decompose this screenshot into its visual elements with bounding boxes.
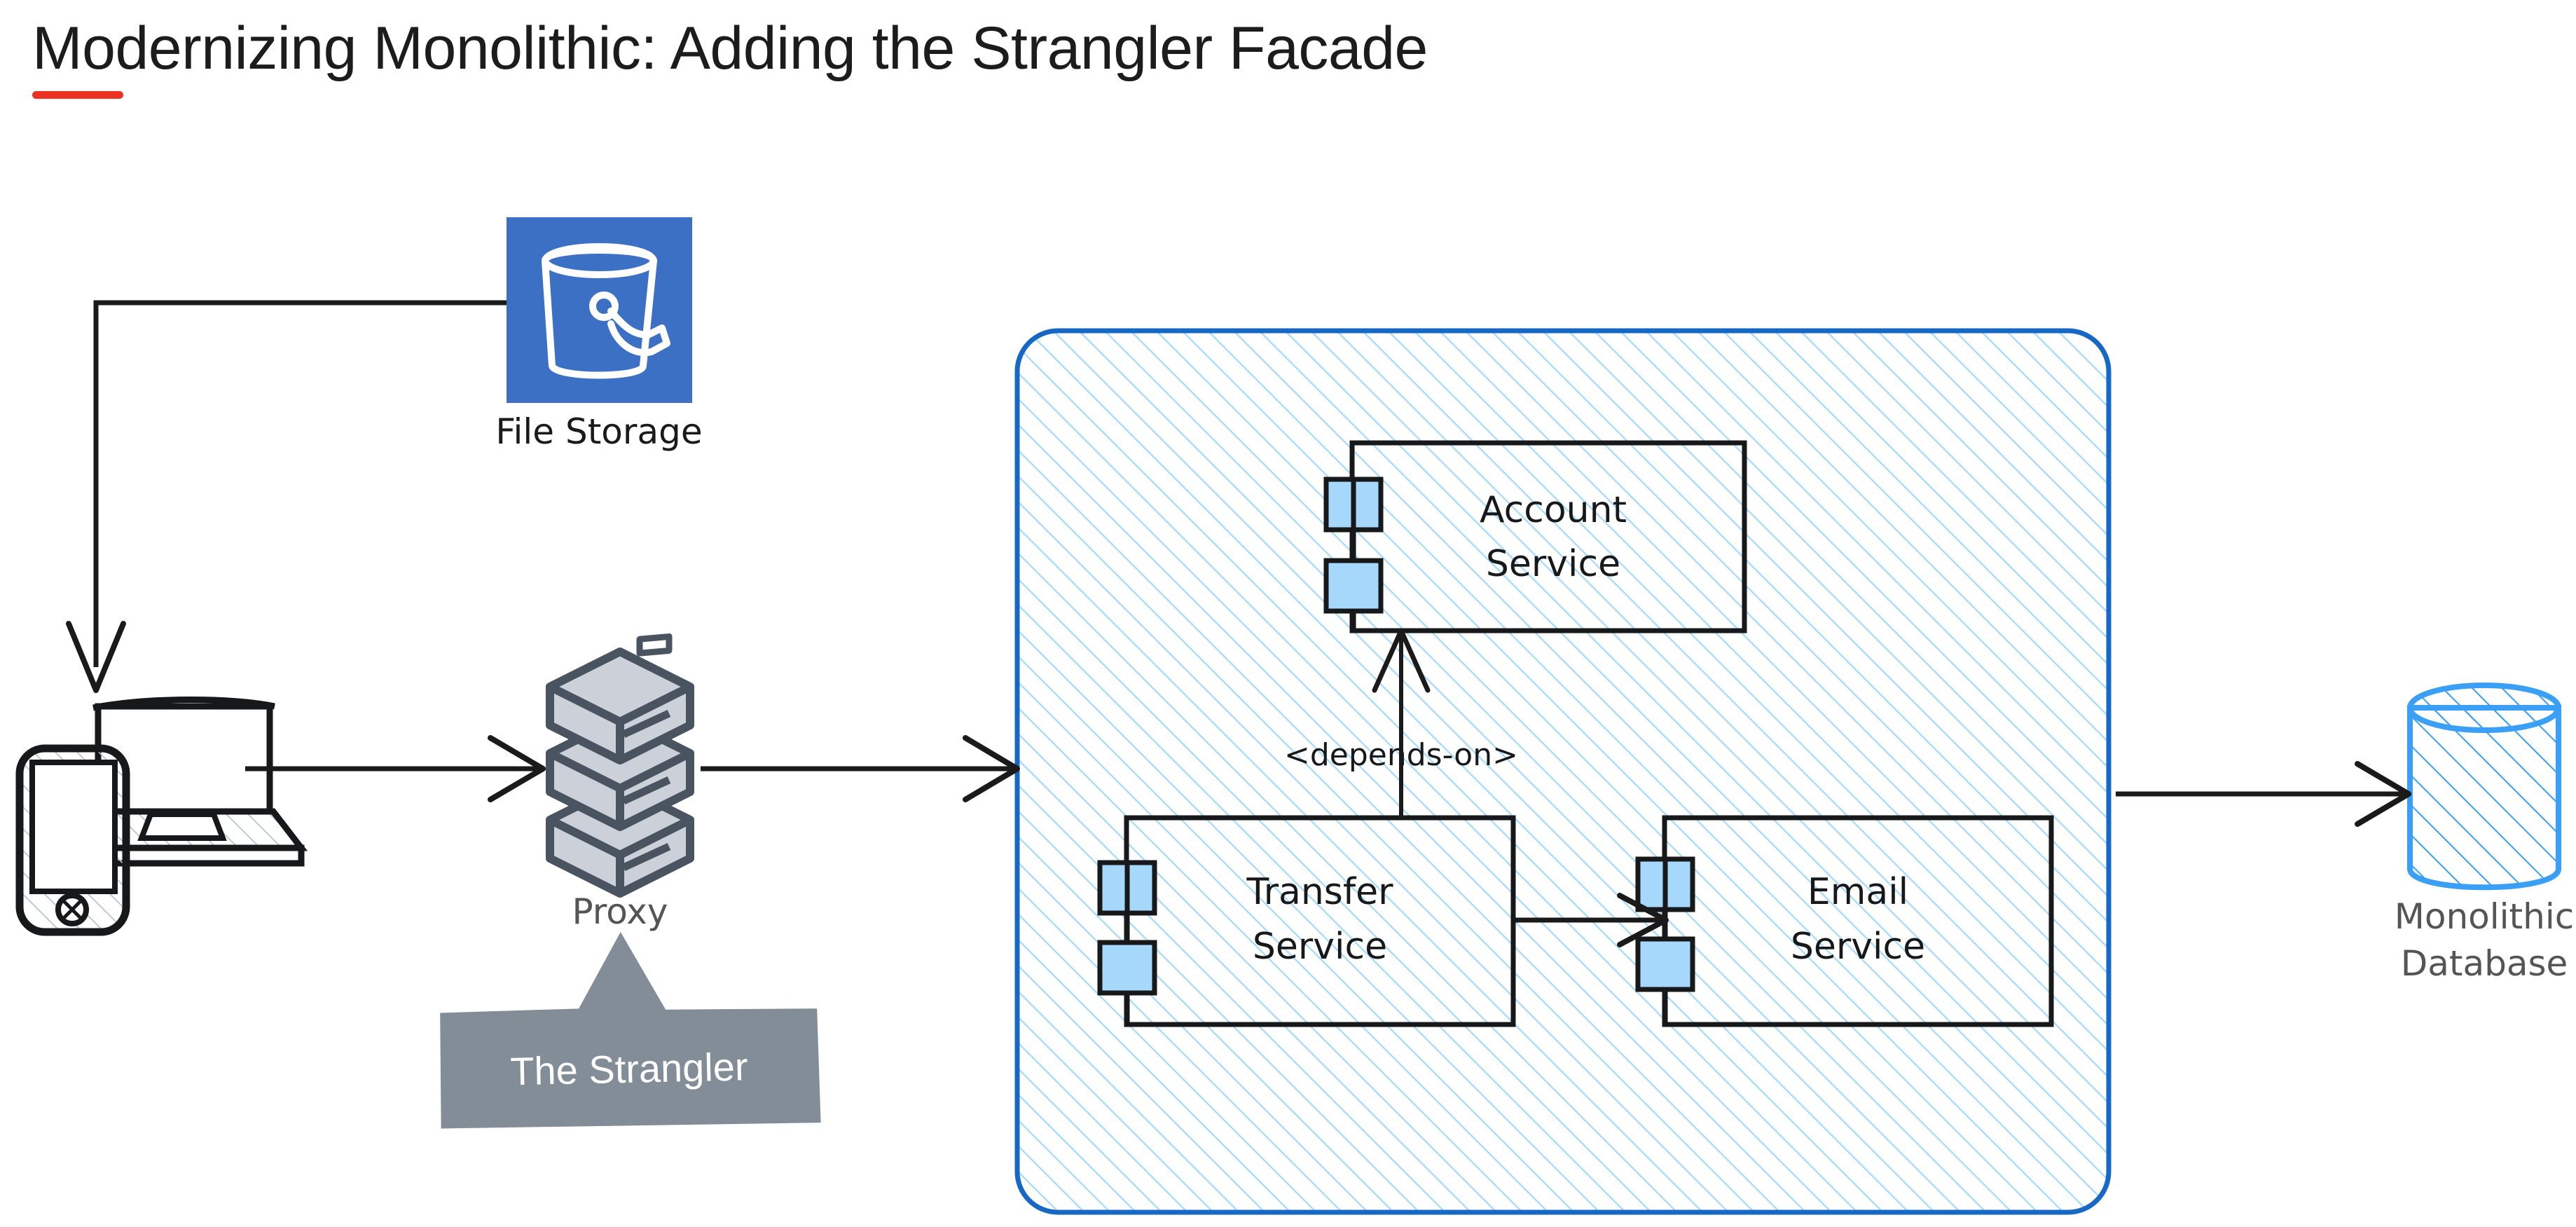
proxy-label: Proxy — [572, 891, 668, 932]
edge-file-storage-to-clients — [66, 300, 507, 693]
arrowhead — [963, 735, 1020, 802]
edge-clients-to-proxy — [245, 735, 546, 802]
callout-the-strangler[interactable]: The Strangler — [437, 928, 821, 1130]
edge-proxy-to-container — [701, 735, 1020, 802]
microservices-container[interactable] — [1014, 328, 2112, 1215]
database-label-line1: Monolithic — [2395, 896, 2574, 937]
depends-on-label: <depends-on> — [1284, 737, 1518, 773]
page-title: Modernizing Monolithic: Adding the Stran… — [32, 15, 1428, 82]
component-account-service[interactable]: Account Service — [1323, 440, 1747, 633]
node-proxy[interactable]: Proxy — [546, 633, 694, 932]
server-stack-icon — [546, 633, 694, 898]
email-service-label-line2: Service — [1791, 926, 1925, 968]
callout-shape — [440, 932, 821, 1129]
edge-transfer-to-email — [1513, 893, 1669, 947]
transfer-service-label-line1: Transfer — [1246, 871, 1393, 913]
title-block: Modernizing Monolithic: Adding the Stran… — [32, 18, 2134, 99]
cylinder-body — [2407, 705, 2561, 891]
edge-container-to-database — [2116, 761, 2411, 827]
bucket-icon — [542, 243, 670, 379]
container-boundary — [1014, 328, 2112, 1215]
arrowhead — [1617, 893, 1669, 947]
arrowhead — [66, 621, 126, 693]
account-service-label-line1: Account — [1480, 489, 1627, 531]
callout-label: The Strangler — [510, 1044, 749, 1093]
file-storage-label: File Storage — [495, 411, 702, 452]
database-label-line2: Database — [2401, 943, 2568, 984]
transfer-service-label-line2: Service — [1253, 926, 1387, 968]
component-transfer-service[interactable]: Transfer Service — [1097, 815, 1516, 1027]
devices-icon — [15, 696, 308, 936]
cylinder-top — [2407, 683, 2561, 733]
edge-transfer-to-account: <depends-on> — [1284, 628, 1518, 818]
arrowhead — [488, 735, 546, 802]
email-service-label-line1: Email — [1807, 871, 1908, 913]
node-database[interactable]: Monolithic Database — [2395, 683, 2574, 984]
arrowhead — [1372, 628, 1431, 693]
transfer-service-port-2 — [1097, 940, 1157, 996]
node-file-storage[interactable]: File Storage — [495, 217, 703, 452]
account-service-port-2 — [1323, 558, 1384, 614]
node-clients[interactable] — [15, 696, 308, 936]
arrowhead — [2355, 761, 2411, 827]
component-email-service[interactable]: Email Service — [1635, 815, 2054, 1027]
title-accent-underline — [32, 91, 123, 99]
account-service-label-line2: Service — [1486, 543, 1620, 585]
email-service-port-2 — [1635, 936, 1695, 992]
